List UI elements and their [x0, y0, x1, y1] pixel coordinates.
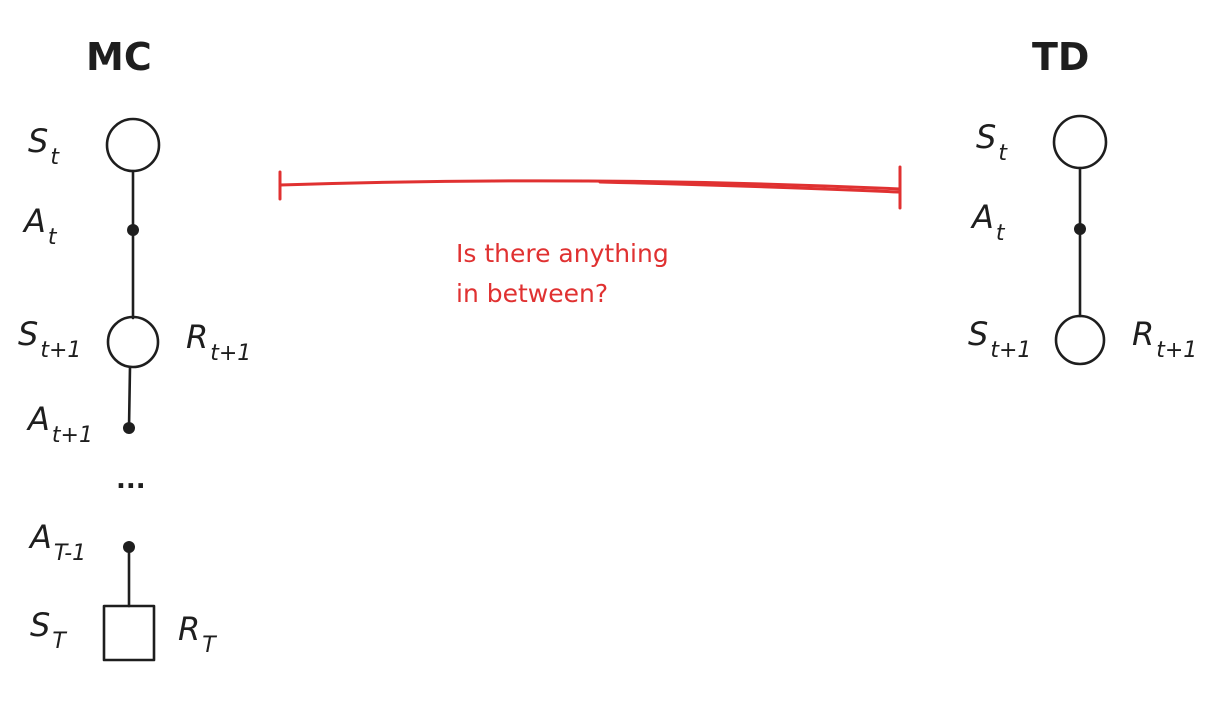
svg-text:RT: RT: [178, 610, 217, 658]
svg-text:Rt+1: Rt+1: [1132, 315, 1197, 363]
mc-edge-2: [127, 365, 132, 430]
svg-text:At+1: At+1: [26, 400, 93, 448]
mc-state-node-t1: [106, 315, 160, 369]
svg-text:At: At: [22, 202, 58, 250]
mc-ellipsis: ...: [116, 465, 146, 495]
spectrum-line: [278, 165, 902, 210]
mc-action-label-t: At: [22, 202, 58, 250]
td-state-node-t: [1052, 114, 1108, 170]
td-reward-label-t1: Rt+1: [1132, 315, 1197, 363]
svg-text:St+1: St+1: [18, 315, 81, 363]
svg-text:ST: ST: [30, 606, 67, 654]
mc-state-label-T: ST: [30, 606, 67, 654]
mc-action-label-t1: At+1: [26, 400, 93, 448]
svg-text:At: At: [970, 198, 1006, 246]
td-state-label-t1: St+1: [968, 315, 1031, 363]
td-title: TD: [1032, 35, 1089, 79]
mc-state-label-t: St: [28, 122, 60, 170]
svg-text:St+1: St+1: [968, 315, 1031, 363]
svg-text:Rt+1: Rt+1: [186, 318, 251, 366]
td-action-label-t: At: [970, 198, 1006, 246]
svg-text:St: St: [28, 122, 60, 170]
svg-text:AT-1: AT-1: [28, 518, 86, 566]
mc-action-node-t1: [123, 422, 135, 434]
mc-reward-label-t1: Rt+1: [186, 318, 251, 366]
mc-action-label-T1: AT-1: [28, 518, 86, 566]
mc-state-node-t: [105, 117, 161, 173]
td-action-node-t: [1074, 223, 1086, 235]
mc-reward-label-T: RT: [178, 610, 217, 658]
mc-action-node-t: [127, 224, 139, 236]
td-state-label-t: St: [976, 118, 1008, 166]
td-state-node-t1: [1054, 314, 1106, 366]
mc-title: MC: [86, 35, 152, 79]
mc-state-label-t1: St+1: [18, 315, 81, 363]
svg-text:St: St: [976, 118, 1008, 166]
question-line-2: in between?: [456, 279, 608, 308]
question-line-1: Is there anything: [456, 239, 669, 268]
mc-terminal-state-node: [102, 604, 156, 662]
